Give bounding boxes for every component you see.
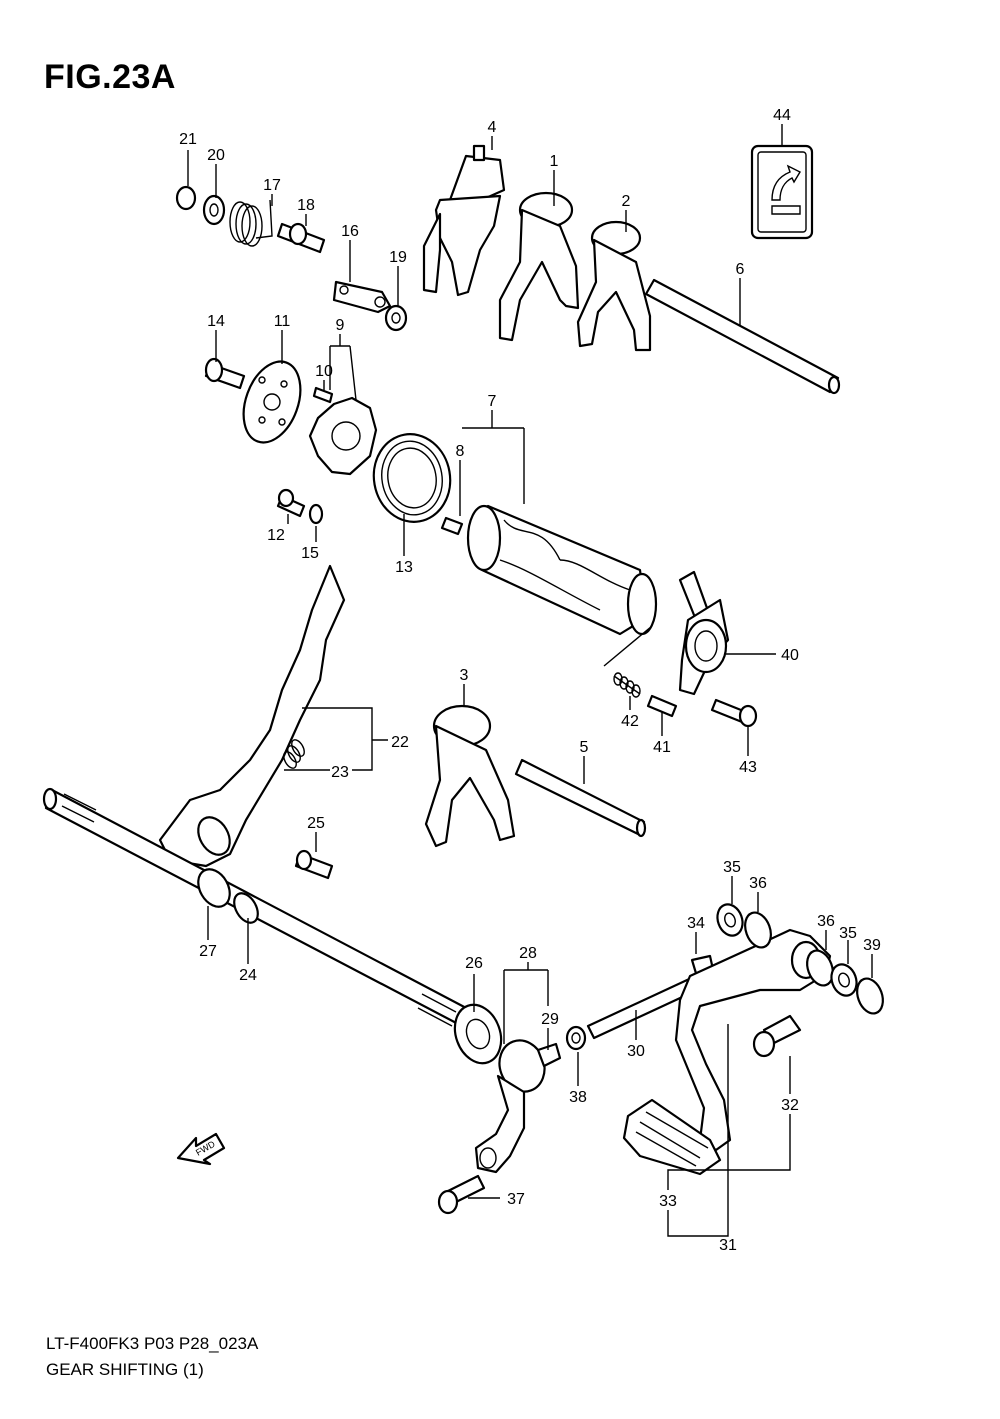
circlip-39 [856, 977, 884, 1015]
callout-25: 25 [307, 815, 325, 832]
callout-3: 3 [460, 667, 469, 684]
leader-lines [187, 124, 873, 1237]
washer-20 [202, 194, 226, 226]
callout-17: 17 [263, 177, 281, 194]
shift-fork-shaft-6 [644, 278, 841, 395]
callout-33: 33 [659, 1193, 677, 1210]
seal-24-collar [233, 892, 259, 924]
callout-29: 29 [541, 1011, 559, 1028]
callout-14: 14 [207, 313, 225, 330]
o-ring-36 [744, 911, 772, 949]
fwd-arrow-icon: FWD [176, 1132, 226, 1166]
pin-41 [646, 694, 678, 718]
pedal-rubber-33 [622, 1098, 722, 1176]
o-ring-36-b [806, 949, 834, 987]
bolt-25 [294, 849, 334, 880]
figure-title: FIG.23A [44, 58, 176, 96]
callout-26: 26 [465, 955, 483, 972]
bolt-14 [204, 357, 246, 390]
callout-18: 18 [297, 197, 315, 214]
pin-10 [312, 386, 334, 404]
callout-16: 16 [341, 223, 359, 240]
callout-23: 23 [331, 764, 349, 781]
shift-fork-1 [498, 191, 580, 342]
callout-6: 6 [736, 261, 745, 278]
callout-44: 44 [773, 107, 791, 124]
callout-21: 21 [179, 131, 197, 148]
callout-13: 13 [395, 559, 413, 576]
plate-16 [332, 280, 392, 314]
warning-label-44 [750, 144, 814, 240]
washer-15 [308, 503, 324, 525]
bolt-43 [710, 698, 758, 728]
shift-drum-7 [466, 504, 658, 636]
callout-32: 32 [781, 1097, 799, 1114]
callout-19: 19 [389, 249, 407, 266]
washer-27 [197, 868, 231, 908]
bolt-12 [276, 488, 306, 518]
nut-38 [565, 1025, 587, 1051]
spring-23 [283, 739, 305, 769]
callout-2: 2 [622, 193, 631, 210]
bearing-13 [372, 433, 452, 523]
bolt-37 [437, 1174, 486, 1215]
bolt-18 [276, 222, 326, 254]
callout-labels: 1 2 3 4 5 6 7 8 9 10 11 12 13 14 15 16 1… [179, 107, 881, 1254]
washer-35-b [830, 963, 858, 997]
callout-7: 7 [488, 393, 497, 410]
shift-fork-3 [424, 704, 516, 848]
nut-21 [175, 185, 197, 211]
spring-17 [229, 199, 273, 247]
callout-35-b: 35 [839, 925, 857, 942]
cam-plate-11 [242, 360, 302, 444]
callout-40: 40 [781, 647, 799, 664]
oil-seal-26 [453, 1003, 503, 1065]
gear-position-switch-40 [678, 570, 730, 696]
callout-22: 22 [391, 734, 409, 751]
callout-8: 8 [456, 443, 465, 460]
callout-36: 36 [749, 875, 767, 892]
callout-30: 30 [627, 1043, 645, 1060]
callout-34: 34 [687, 915, 705, 932]
callout-20: 20 [207, 147, 225, 164]
callout-4: 4 [488, 119, 497, 136]
callout-38: 38 [569, 1089, 587, 1106]
bolt-32 [752, 1014, 802, 1058]
section-name: GEAR SHIFTING (1) [46, 1360, 204, 1379]
callout-28: 28 [519, 945, 537, 962]
shift-fork-2 [576, 220, 652, 352]
washer-19 [384, 304, 408, 332]
callout-41: 41 [653, 739, 671, 756]
joint-29 [536, 1042, 562, 1068]
callout-5: 5 [580, 739, 589, 756]
callout-37: 37 [507, 1191, 525, 1208]
pin-8 [440, 516, 464, 536]
callout-9: 9 [336, 317, 345, 334]
callout-39: 39 [863, 937, 881, 954]
callout-10: 10 [315, 363, 333, 380]
callout-35: 35 [723, 859, 741, 876]
callout-24: 24 [239, 967, 257, 984]
callout-12: 12 [267, 527, 285, 544]
callout-43: 43 [739, 759, 757, 776]
callout-27: 27 [199, 943, 217, 960]
callout-15: 15 [301, 545, 319, 562]
callout-31: 31 [719, 1237, 737, 1254]
shift-fork-4 [422, 144, 506, 297]
callout-36-b: 36 [817, 913, 835, 930]
spring-42 [613, 672, 641, 698]
washer-35 [716, 903, 744, 937]
model-code: LT-F400FK3 P03 P28_023A [46, 1334, 259, 1353]
callout-11: 11 [274, 313, 291, 330]
callout-1: 1 [550, 153, 559, 170]
shift-fork-shaft-5 [514, 758, 647, 838]
cam-guide-9 [308, 396, 378, 476]
callout-42: 42 [621, 713, 639, 730]
